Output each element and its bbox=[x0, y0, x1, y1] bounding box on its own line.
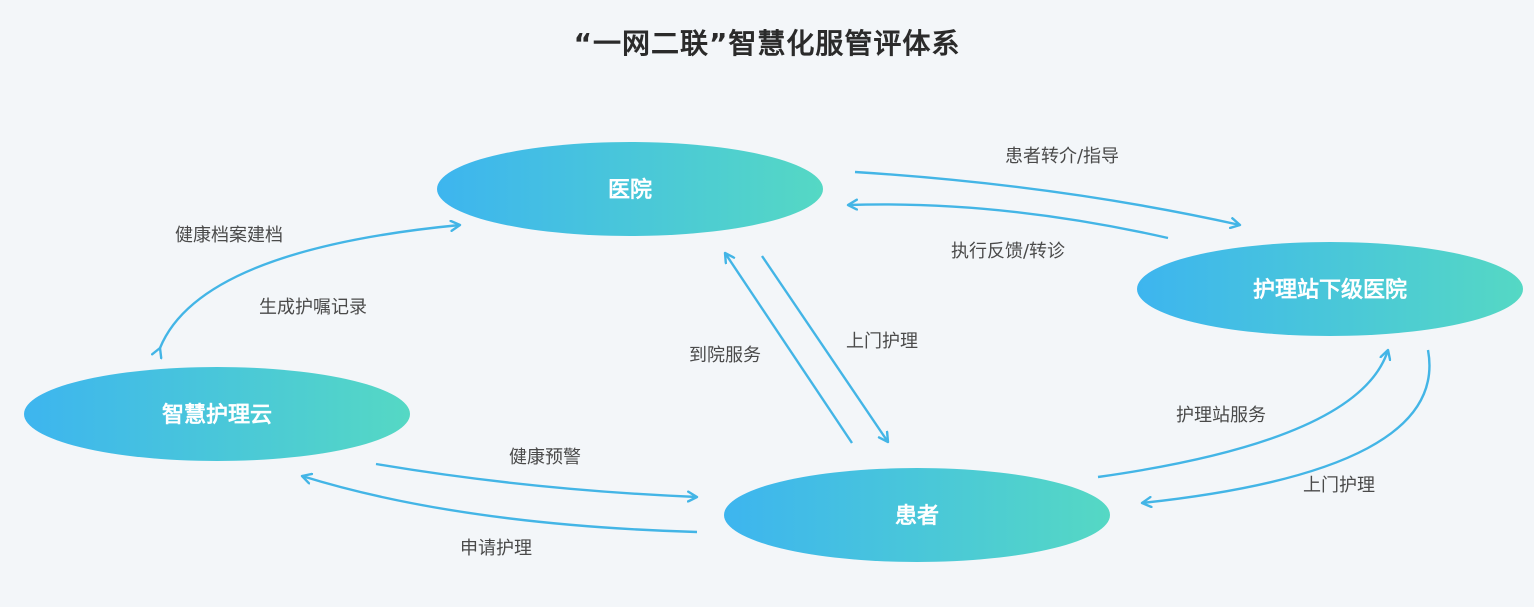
arrow-home-care-hospital bbox=[761, 255, 888, 442]
edge-label-feedback-transfer: 执行反馈/转诊 bbox=[951, 241, 1065, 262]
edge-label-health-record: 健康档案建档 bbox=[175, 225, 283, 246]
node-smart-cloud: 智慧护理云 bbox=[24, 367, 410, 461]
arrow-apply-care bbox=[302, 476, 698, 534]
node-patient: 患者 bbox=[724, 468, 1110, 562]
edge-label-referral-guidance: 患者转介/指导 bbox=[1005, 146, 1119, 167]
node-nursing-station-label: 护理站下级医院 bbox=[1253, 277, 1407, 303]
node-smart-cloud-label: 智慧护理云 bbox=[162, 402, 272, 428]
arrow-feedback-transfer bbox=[848, 204, 1169, 240]
edge-label-home-care-hospital: 上门护理 bbox=[846, 331, 918, 352]
arrow-home-care-station bbox=[1142, 349, 1431, 503]
diagram-title: “一网二联”智慧化服管评体系 bbox=[573, 27, 961, 60]
arrow-health-warning bbox=[375, 462, 697, 497]
edge-label-nursing-order-record: 生成护嘱记录 bbox=[259, 297, 367, 318]
arrow-hospital-visit bbox=[725, 253, 853, 444]
edge-label-home-care-station: 上门护理 bbox=[1303, 475, 1375, 496]
edge-label-hospital-visit: 到院服务 bbox=[689, 345, 761, 366]
arrow-station-service bbox=[1097, 350, 1388, 479]
node-hospital: 医院 bbox=[437, 142, 823, 236]
node-hospital-label: 医院 bbox=[608, 177, 652, 203]
node-patient-label: 患者 bbox=[895, 503, 939, 529]
arrow-health-record-cycle bbox=[160, 225, 460, 348]
node-nursing-station: 护理站下级医院 bbox=[1137, 242, 1523, 336]
edge-label-station-service: 护理站服务 bbox=[1176, 405, 1266, 426]
arrow-referral-guidance bbox=[854, 170, 1240, 225]
edge-label-apply-care: 申请护理 bbox=[460, 538, 532, 559]
edge-label-health-warning: 健康预警 bbox=[509, 447, 581, 468]
